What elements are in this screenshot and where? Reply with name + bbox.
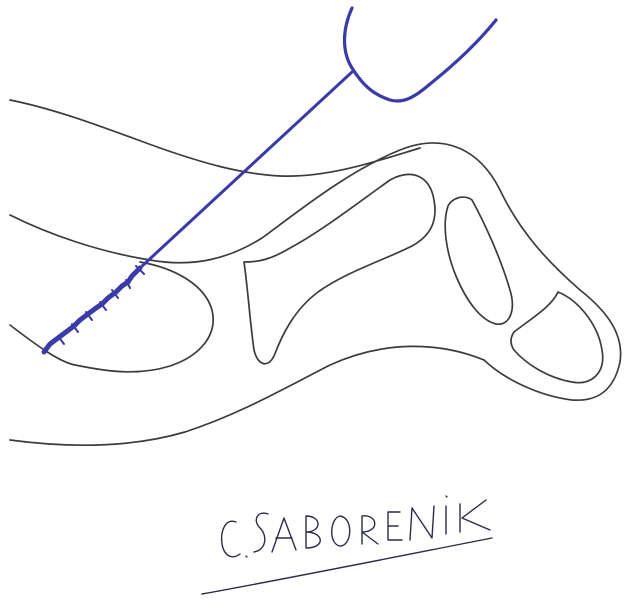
soft-tissue-bulge xyxy=(10,262,213,372)
middle-phalanx xyxy=(445,197,512,324)
signature xyxy=(202,496,492,594)
instrument-needle xyxy=(140,72,352,268)
distal-phalanx xyxy=(511,292,603,383)
proximal-phalanx xyxy=(244,174,435,363)
upper-outer-contour xyxy=(10,100,420,176)
instrument-hub xyxy=(345,8,497,101)
lower-outer-contour xyxy=(10,346,484,445)
digit-upper-outline xyxy=(10,143,621,400)
